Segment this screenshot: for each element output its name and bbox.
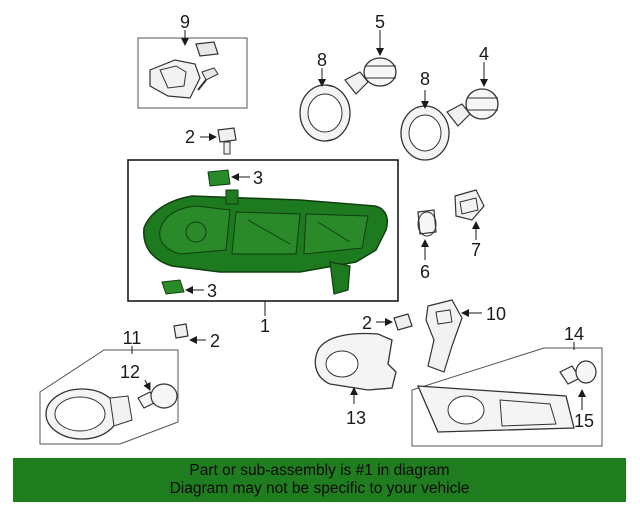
callout-6: 6 [420, 262, 430, 282]
part-3-clip-upper[interactable] [207, 169, 231, 187]
part-2-screw-middle[interactable] [393, 313, 413, 331]
vehicle-fit-notice: Part or sub-assembly is #1 in diagram Di… [13, 458, 626, 502]
callout-14: 14 [564, 324, 584, 344]
callout-4: 4 [479, 44, 489, 64]
part-8-seal-right[interactable] [400, 105, 450, 161]
part-5-bulb[interactable] [344, 57, 397, 95]
part-11-fog-lamp[interactable] [45, 388, 133, 440]
callout-7: 7 [471, 240, 481, 260]
part-2-screw-lower[interactable] [173, 323, 189, 339]
callout-8-left: 8 [317, 50, 327, 70]
callout-3-upper: 3 [253, 168, 263, 188]
callout-13: 13 [346, 408, 366, 428]
part-11-frame [39, 349, 179, 445]
part-14-frame [411, 347, 603, 447]
callout-9: 9 [180, 12, 190, 32]
callout-2-lower: 2 [210, 331, 220, 351]
part-8-seal-left[interactable] [299, 84, 351, 142]
callout-2-middle: 2 [362, 313, 372, 333]
callout-3-lower: 3 [207, 281, 217, 301]
part-14-fog-bezel[interactable] [416, 385, 575, 433]
part-2-screw-top[interactable] [217, 127, 237, 155]
part-7-socket[interactable] [454, 189, 485, 221]
callout-2-top: 2 [185, 127, 195, 147]
part-10-bracket[interactable] [425, 299, 463, 373]
part-13-fog-housing[interactable] [314, 332, 397, 391]
part-4-bulb[interactable] [446, 88, 499, 127]
callout-12: 12 [120, 362, 140, 382]
part-9-bracket-assembly[interactable] [137, 37, 248, 109]
parts-diagram: 9 2 8 5 8 4 [39, 12, 603, 447]
callout-10: 10 [486, 304, 506, 324]
part-12-fog-bulb[interactable] [137, 383, 178, 409]
callout-8-right: 8 [420, 69, 430, 89]
part-3-clip-lower[interactable] [161, 279, 185, 295]
callout-1: 1 [260, 316, 270, 336]
callout-15: 15 [574, 411, 594, 431]
notice-line-2: Diagram may not be specific to your vehi… [169, 480, 470, 497]
callout-5: 5 [375, 12, 385, 32]
part-6-small-bulb[interactable] [417, 209, 437, 237]
part-1-headlamp-assembly[interactable] [143, 189, 388, 295]
callout-11: 11 [123, 328, 142, 348]
notice-line-1: Part or sub-assembly is #1 in diagram [189, 462, 450, 479]
part-15-bulb[interactable] [559, 360, 597, 385]
